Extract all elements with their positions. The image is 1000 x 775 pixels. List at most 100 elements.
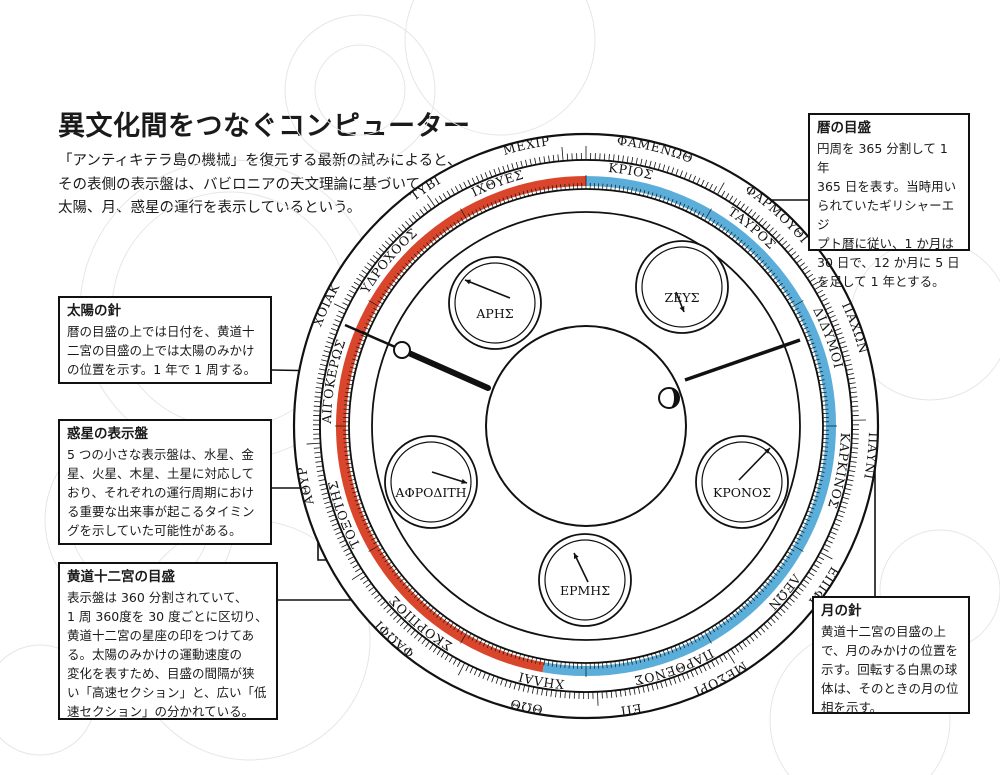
zodiac-tick [793,307,799,312]
zodiac-tick [460,217,465,224]
zodiac-tick [386,561,393,566]
calendar-tick [651,683,654,691]
fast-section-arc [336,176,587,673]
zodiac-tick [556,661,558,668]
zodiac-tick [420,248,425,253]
zodiac-tick [345,458,352,461]
calendar-tick [815,559,822,565]
zodiac-tick [413,593,419,599]
calendar-tick [339,539,346,544]
calendar-tick [381,244,388,250]
calendar-tick [536,687,539,695]
calendar-tick [325,505,333,509]
zodiac-tick [362,518,368,522]
calendar-tick [850,456,858,459]
zodiac-tick [518,192,522,199]
callout-moon-pointer: 月の針 黄道十二宮の目盛の上 で、月のみかけの位置を 示す。回転する白黒の球 体… [812,596,970,715]
callout-line: おり、それぞれの運行周期におけ [67,485,255,500]
zodiac-tick [351,362,358,365]
calendar-tick [728,195,734,202]
calendar-tick [417,635,423,642]
planet-dial-3: ΕΡΜΗΣ [538,533,632,627]
calendar-tick [405,221,411,227]
calendar-tick [423,206,429,213]
intro-line: 太陽、月、惑星の運行を表示しているという。 [58,200,362,216]
calendar-tick [692,175,696,183]
calendar-tick [726,651,735,664]
zodiac-tick [391,568,397,573]
zodiac-tick [658,651,662,658]
zodiac-tick [658,194,662,201]
zodiac-tick [436,612,441,618]
calendar-tick [396,617,402,624]
zodiac-tick [518,653,522,660]
calendar-tick [788,597,795,603]
zodiac-tick [674,200,678,207]
calendar-tick [849,460,857,463]
calendar-tick [432,646,438,653]
calendar-tick [754,214,760,221]
zodiac-tick [786,551,793,556]
zodiac-tick [432,609,438,616]
zodiac-tick [807,338,813,342]
calendar-tick [351,571,364,581]
calendar-tick [851,447,859,449]
calendar-tick [787,247,794,253]
zodiac-tick [389,565,395,570]
zodiac-tick [802,326,809,330]
calendar-tick [751,211,757,218]
zodiac-tick [343,404,350,406]
calendar-tick [673,677,677,684]
zodiac-tick [429,239,434,245]
zodiac-tick [700,633,705,639]
calendar-tick [347,555,355,561]
page-title: 異文化間をつなぐコンピューター [58,111,471,142]
zodiac-tick [490,644,494,650]
zodiac-tick [788,547,795,552]
calendar-tick [836,514,844,518]
zodiac-tick [564,183,566,190]
calendar-tick [480,173,484,181]
calendar-tick [622,155,624,163]
calendar-tick [615,690,617,698]
zodiac-tick [439,231,444,237]
zodiac-tick [797,315,803,319]
callout-line: 365 日を表す。当時用い [817,179,957,194]
zodiac-tick [819,383,826,386]
zodiac-tick [526,190,530,197]
zodiac-tick [482,640,487,647]
calendar-tick [366,262,374,268]
zodiac-tick [797,533,803,537]
calendar-tick [837,336,845,340]
callout-line: 示す。回転する白黒の球 [821,662,958,677]
zodiac-tick [759,260,764,265]
calendar-tick [830,319,838,323]
calendar-tick [828,535,835,540]
calendar-tick [829,531,837,535]
calendar-tick [642,685,645,693]
calendar-tick [484,172,489,179]
zodiac-tick [626,659,629,666]
month-label: ΠΑΥΝΙ [861,432,881,481]
calendar-tick [752,632,758,639]
zodiac-tick [344,450,351,452]
zodiac-tick [689,638,693,645]
zodiac-tick [535,657,538,664]
zodiac-tick [365,525,372,530]
calendar-tick [384,240,391,247]
zodiac-tick [391,279,397,284]
zodiac-tick [756,256,762,262]
calendar-tick [459,183,464,191]
zodiac-tick [389,282,395,287]
calendar-tick [317,377,325,380]
calendar-tick [825,306,832,311]
calendar-tick [314,396,322,398]
calendar-tick [351,285,358,291]
zodiac-tick [728,615,733,621]
zodiac-tick [352,358,359,362]
calendar-tick [816,289,824,295]
calendar-tick [845,483,853,486]
zodiac-tick [647,191,650,198]
calendar-tick [550,689,553,697]
zodiac-tick [405,584,411,589]
